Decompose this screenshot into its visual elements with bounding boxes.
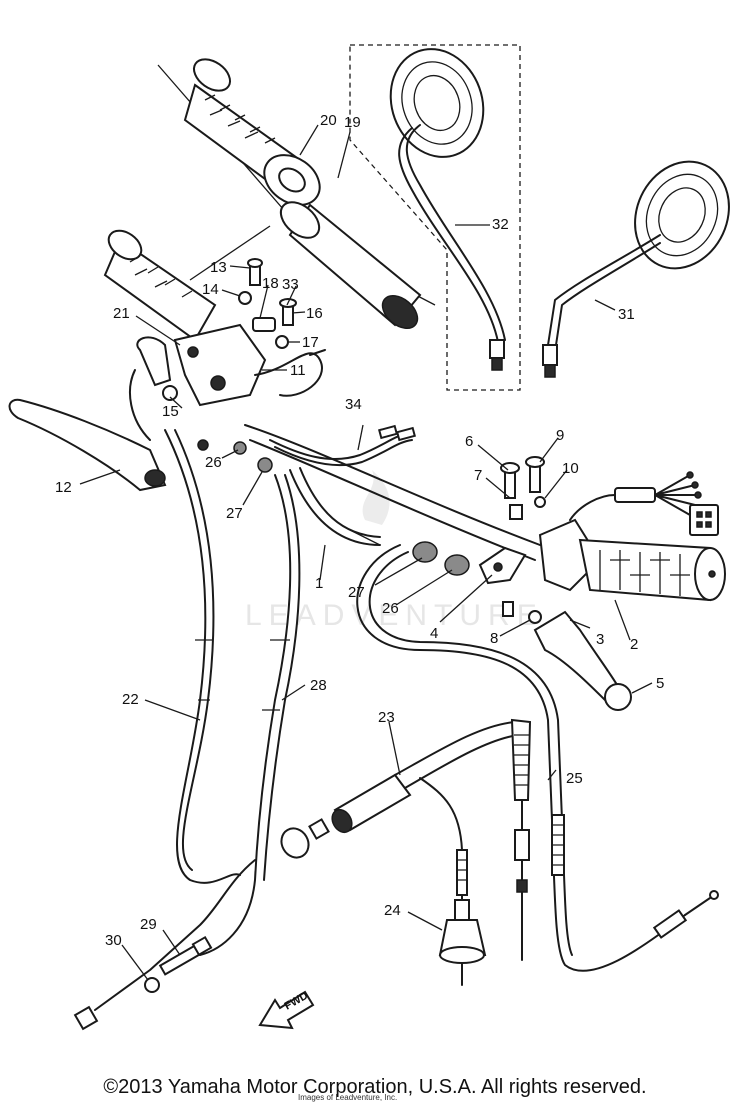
- handlebar-clamp-right: [412, 541, 527, 585]
- left-grip-part-21: [103, 229, 217, 342]
- grip-leader-line: [189, 225, 271, 281]
- callout-27b: 27: [348, 584, 365, 601]
- throttle-sleeve-part-19: [279, 201, 422, 330]
- callout-11: 11: [290, 362, 306, 379]
- callout-21: 21: [113, 305, 130, 322]
- callout-33: 33: [282, 276, 299, 293]
- callout-9: 9: [556, 427, 564, 444]
- mirror-part-32: [389, 48, 506, 371]
- callout-1: 1: [315, 575, 323, 592]
- watermark-text: LEADVENTURE: [245, 599, 544, 632]
- callout-23: 23: [378, 709, 395, 726]
- cable-adjuster-parts-29-30: [73, 818, 330, 1031]
- fwd-direction-icon: FWD: [258, 990, 315, 1030]
- grip-upper-part-20: [183, 58, 321, 206]
- callout-17: 17: [302, 334, 319, 351]
- callout-7: 7: [474, 467, 482, 484]
- callout-14: 14: [202, 281, 219, 298]
- callout-13: 13: [210, 259, 227, 276]
- callout-24: 24: [384, 902, 401, 919]
- callout-leader-lines: [79, 124, 653, 981]
- callout-10: 10: [562, 460, 579, 477]
- wire-harness-part-34: [269, 424, 416, 467]
- handlebar-part-1: [244, 424, 541, 561]
- right-switch-connector: [614, 471, 719, 536]
- callout-20: 20: [320, 112, 337, 129]
- brake-lever-part-3: [533, 610, 632, 711]
- callout-22: 22: [122, 691, 139, 708]
- callout-8: 8: [490, 630, 498, 647]
- watermark-flame-icon: [362, 470, 390, 525]
- callout-28: 28: [310, 677, 327, 694]
- clutch-lever-part-12: [8, 398, 167, 492]
- callout-26b: 26: [382, 600, 399, 617]
- mirror-group-box: [349, 44, 521, 391]
- callout-26: 26: [205, 454, 222, 471]
- callout-19: 19: [344, 114, 361, 131]
- copyright-notice: ©2013 Yamaha Motor Corporation, U.S.A. A…: [103, 1076, 647, 1098]
- callout-27: 27: [226, 505, 243, 522]
- callout-4: 4: [430, 625, 438, 642]
- callout-12: 12: [55, 479, 72, 496]
- image-credit: Images of Leadventure, Inc.: [298, 1093, 398, 1102]
- callout-31: 31: [618, 306, 635, 323]
- callout-15: 15: [162, 403, 179, 420]
- callout-29: 29: [140, 916, 157, 933]
- callout-25: 25: [566, 770, 583, 787]
- mirror-part-31: [542, 160, 730, 378]
- parts-diagram: LEADVENTURE: [8, 44, 730, 1031]
- cable-part-23: [331, 718, 532, 986]
- callout-18: 18: [262, 275, 279, 292]
- callout-34: 34: [345, 396, 362, 413]
- left-switch-hardware: [238, 258, 297, 349]
- clutch-cable-part-22: [164, 429, 241, 884]
- callout-2: 2: [630, 636, 638, 653]
- callout-3: 3: [596, 631, 604, 648]
- lever-bracket: [129, 336, 273, 473]
- callout-labels: 1 2 3 4 5 6 7 8 9 10 11 12 13 14 15 16 1…: [55, 112, 664, 949]
- cable-part-28: [199, 474, 301, 956]
- left-switch-housing-part-11: [173, 323, 326, 407]
- callout-16: 16: [306, 305, 323, 322]
- callout-5: 5: [656, 675, 664, 692]
- brake-cable-part-25: [356, 544, 719, 972]
- throttle-bolts-6-10: [500, 456, 546, 624]
- callout-6: 6: [465, 433, 473, 450]
- cable-boot-part-24: [438, 899, 487, 964]
- callout-30: 30: [105, 932, 122, 949]
- callout-32: 32: [492, 216, 509, 233]
- throttle-housing-part-2: [538, 494, 726, 602]
